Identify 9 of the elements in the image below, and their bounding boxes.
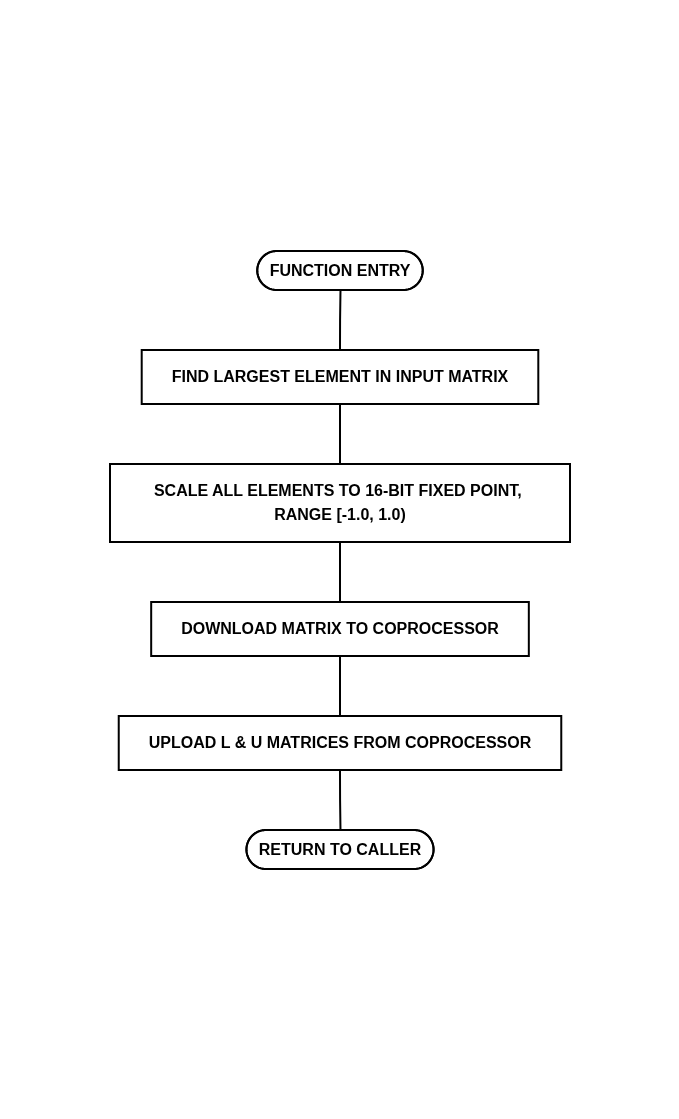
connector <box>338 654 341 717</box>
connector <box>338 768 341 831</box>
connector <box>338 289 341 351</box>
node-box: UPLOAD L & U MATRICES FROM COPROCESSOR <box>117 714 562 771</box>
node-box: SCALE ALL ELEMENTS TO 16-BIT FIXED POINT, RANGE [-1.0, 1.0) <box>108 462 571 543</box>
connector <box>338 402 341 465</box>
node-box: DOWNLOAD MATRIX TO COPROCESSOR <box>149 600 530 657</box>
node-box: FIND LARGEST ELEMENT IN INPUT MATRIX <box>140 348 539 405</box>
connector <box>338 540 341 603</box>
